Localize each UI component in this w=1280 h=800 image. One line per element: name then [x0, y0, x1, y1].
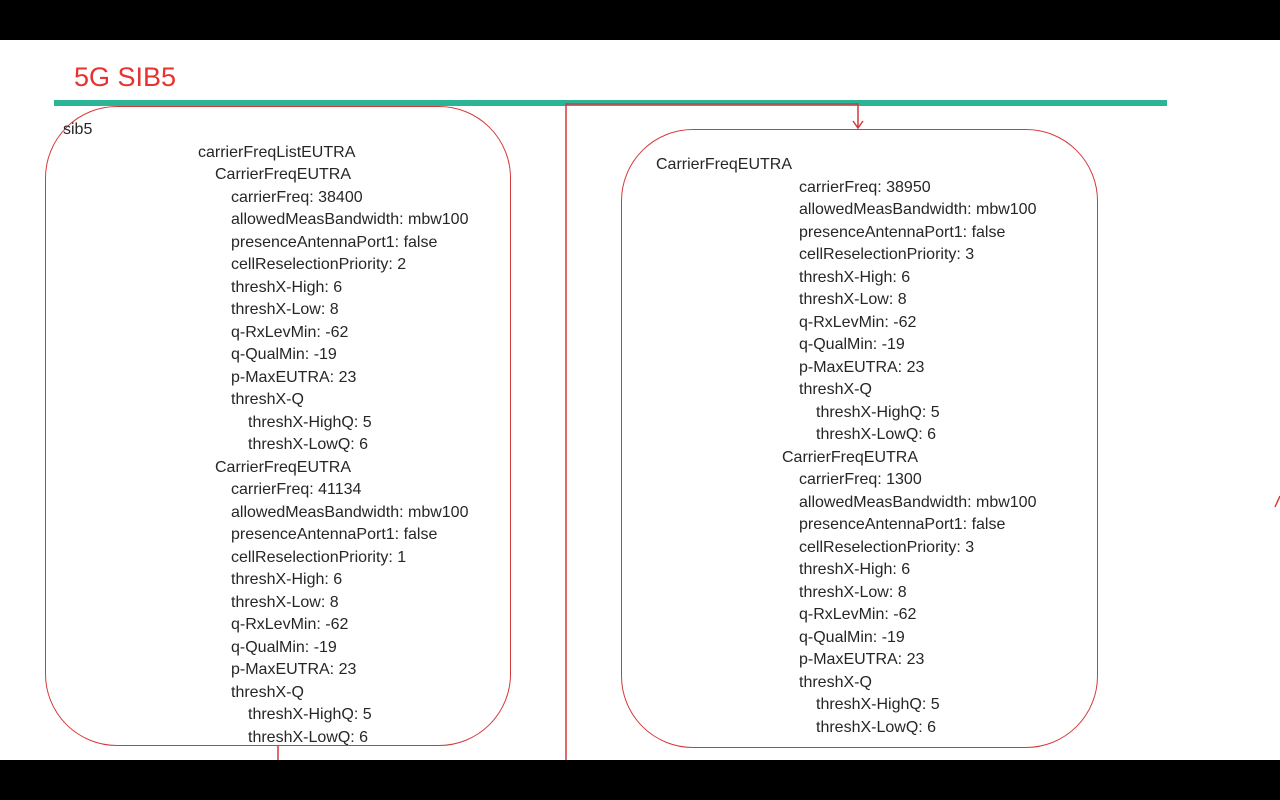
left-tree-line: sib5	[63, 121, 93, 138]
right-tree-line: allowedMeasBandwidth: mbw100	[799, 493, 1037, 511]
right-tree-line: presenceAntennaPort1: false	[799, 516, 1006, 533]
left-tree-line: q-RxLevMin: -62	[231, 323, 349, 341]
left-tree-line: threshX-Q	[231, 683, 304, 701]
left-tree-line: presenceAntennaPort1: false	[231, 526, 438, 543]
left-tree-line: cellReselectionPriority: 1	[231, 548, 407, 566]
left-tree-line: p-MaxEUTRA: 23	[231, 661, 357, 678]
right-tree-line: cellReselectionPriority: 3	[799, 246, 975, 263]
right-tree-line: q-QualMin: -19	[799, 336, 905, 353]
left-tree-line: threshX-LowQ: 6	[248, 436, 369, 453]
left-tree-line: threshX-Low: 8	[231, 593, 339, 611]
right-tree-line: threshX-High: 6	[799, 268, 911, 286]
title-accent-bar	[54, 100, 1167, 106]
right-tree-line: carrierFreq: 38950	[799, 178, 931, 196]
left-tree-line: threshX-LowQ: 6	[248, 728, 369, 746]
left-tree-line: allowedMeasBandwidth: mbw100	[231, 503, 469, 521]
left-tree-line: q-RxLevMin: -62	[231, 616, 349, 633]
right-tree-line: threshX-HighQ: 5	[816, 403, 940, 421]
right-tree-line: threshX-High: 6	[799, 561, 911, 578]
offscreen-arrow-stub	[1274, 495, 1280, 508]
right-tree-line: CarrierFreqEUTRA	[782, 448, 919, 466]
left-tree-line: CarrierFreqEUTRA	[215, 166, 352, 183]
left-tree-line: carrierFreq: 38400	[231, 188, 363, 206]
connector-arrows	[277, 103, 1280, 760]
slide: 5G SIB5 sib5 carrierFreqListEUTRA CarrierF…	[0, 40, 1280, 760]
left-tree-line: threshX-Low: 8	[231, 301, 339, 318]
right-tree-line: CarrierFreqEUTRA	[656, 156, 793, 173]
right-tree-line: threshX-LowQ: 6	[816, 718, 937, 736]
right-tree-line: carrierFreq: 1300	[799, 471, 922, 488]
left-tree-line: threshX-HighQ: 5	[248, 706, 372, 723]
right-tree-line: threshX-Low: 8	[799, 291, 907, 308]
left-rounded-box	[45, 106, 511, 746]
left-tree-line: presenceAntennaPort1: false	[231, 233, 438, 251]
right-rounded-box	[621, 129, 1098, 748]
left-tree-line: cellReselectionPriority: 2	[231, 256, 407, 273]
right-tree-line: q-QualMin: -19	[799, 628, 905, 646]
right-tree-line: q-RxLevMin: -62	[799, 606, 917, 623]
left-tree-line: p-MaxEUTRA: 23	[231, 368, 357, 386]
right-tree-line: threshX-HighQ: 5	[816, 696, 940, 713]
left-tree-line: carrierFreqListEUTRA	[198, 143, 356, 161]
left-tree-line: q-QualMin: -19	[231, 346, 337, 363]
right-tree-line: p-MaxEUTRA: 23	[799, 651, 925, 668]
left-tree-line: threshX-High: 6	[231, 571, 343, 588]
right-tree-line: q-RxLevMin: -62	[799, 313, 917, 331]
right-tree-line: cellReselectionPriority: 3	[799, 538, 975, 556]
left-tree-line: threshX-Q	[231, 391, 304, 408]
arrowhead-icon	[852, 120, 864, 130]
left-tree-line: threshX-High: 6	[231, 278, 343, 296]
left-tree-line: carrierFreq: 41134	[231, 481, 362, 498]
left-tree-line: threshX-HighQ: 5	[248, 413, 372, 431]
right-tree-line: threshX-LowQ: 6	[816, 426, 937, 443]
connector-line-top	[565, 103, 859, 760]
left-tree-line: q-QualMin: -19	[231, 638, 337, 656]
right-tree-line: threshX-Q	[799, 673, 872, 691]
right-tree-line: presenceAntennaPort1: false	[799, 223, 1006, 241]
slide-title: 5G SIB5	[74, 62, 177, 92]
right-tree-line: p-MaxEUTRA: 23	[799, 358, 925, 376]
right-tree-line: allowedMeasBandwidth: mbw100	[799, 201, 1037, 218]
left-tree-line: allowedMeasBandwidth: mbw100	[231, 211, 469, 228]
right-tree-line: threshX-Low: 8	[799, 583, 907, 601]
left-tree-line: CarrierFreqEUTRA	[215, 458, 352, 476]
right-tree-line: threshX-Q	[799, 381, 872, 398]
